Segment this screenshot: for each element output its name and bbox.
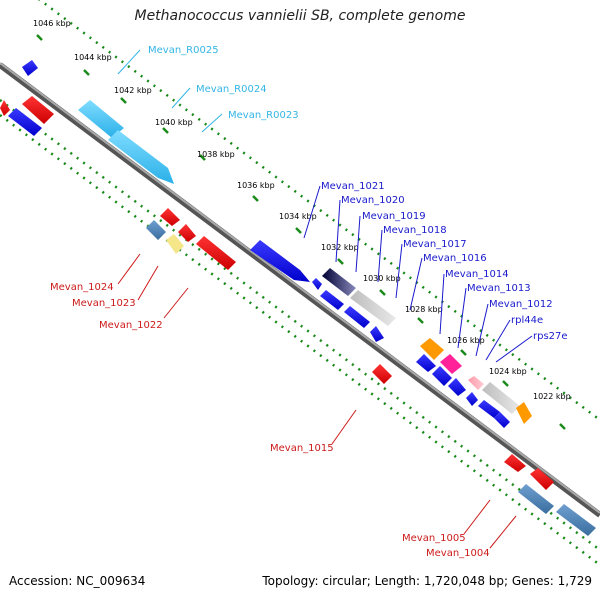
- gene-label: Mevan_1014: [445, 269, 509, 280]
- tick-labels: 1046 kbp 1044 kbp 1042 kbp 1040 kbp 1038…: [33, 19, 571, 401]
- gene-feature: [494, 412, 510, 428]
- tick-label: 1036 kbp: [237, 181, 275, 190]
- gene-feature: [420, 338, 444, 360]
- gene-feature: [530, 468, 554, 490]
- tick-label: 1024 kbp: [489, 367, 527, 376]
- gene-feature: [516, 402, 532, 424]
- gene-feature: [466, 392, 478, 406]
- gene-label: rpl44e: [511, 315, 543, 326]
- gene-feature: [146, 220, 166, 240]
- tick-label: 1030 kbp: [363, 274, 401, 283]
- gene-feature: [556, 504, 596, 536]
- gene-feature: [518, 484, 554, 514]
- gene-label: Mevan_1021: [321, 181, 385, 192]
- gene-feature: [448, 378, 466, 396]
- inner-dotted-track-lower: [0, 114, 600, 566]
- gene-label: Mevan_1019: [362, 211, 426, 222]
- outer-dotted-track: [37, 0, 600, 421]
- inner-dotted-track-upper: [0, 99, 600, 551]
- gene-label: rps27e: [533, 331, 568, 342]
- gene-feature: [8, 108, 42, 136]
- genome-summary-text: Topology: circular; Length: 1,720,048 bp…: [262, 574, 592, 588]
- gene-feature: [22, 96, 54, 124]
- tick-label: 1032 kbp: [321, 243, 359, 252]
- gene-feature: [468, 376, 484, 390]
- gene-label: Mevan_1018: [383, 225, 447, 236]
- gene-feature: [478, 400, 500, 418]
- gene-feature: [432, 366, 452, 386]
- gene-feature: [160, 208, 180, 226]
- gene-feature: [370, 326, 384, 342]
- gene-feature: [344, 306, 370, 328]
- accession-text: Accession: NC_009634: [9, 574, 146, 588]
- map-title: Methanococcus vannielii SB, complete gen…: [134, 8, 466, 24]
- gene-feature: [22, 60, 38, 76]
- gene-label: Mevan_R0023: [228, 110, 299, 121]
- tick-label: 1038 kbp: [197, 150, 235, 159]
- gene-feature: [178, 224, 196, 242]
- gene-label: Mevan_R0025: [148, 45, 219, 56]
- gene-label: Mevan_R0024: [196, 84, 267, 95]
- gene-feature: [108, 130, 174, 184]
- tick-label: 1046 kbp: [33, 19, 71, 28]
- gene-features: [0, 60, 596, 536]
- gene-feature: [482, 382, 520, 414]
- gene-label: Mevan_1017: [403, 239, 467, 250]
- gene-labels: Mevan_R0025 Mevan_R0024 Mevan_R0023 Meva…: [50, 45, 568, 559]
- gene-feature: [166, 234, 184, 254]
- tick-label: 1022 kbp: [533, 392, 571, 401]
- gene-label: Mevan_1020: [341, 195, 405, 206]
- gene-feature: [372, 364, 392, 384]
- gene-feature: [322, 268, 356, 296]
- tick-label: 1044 kbp: [74, 53, 112, 62]
- gene-feature: [350, 290, 396, 326]
- gene-feature: [250, 240, 310, 282]
- gene-feature: [0, 100, 10, 116]
- label-leader-lines: [117, 49, 533, 549]
- tick-marks: [36, 34, 566, 430]
- gene-feature: [416, 354, 436, 372]
- genome-backbone: [0, 62, 600, 518]
- gene-label: Mevan_1005: [402, 533, 466, 544]
- gene-label: Mevan_1004: [426, 548, 490, 559]
- gene-label: Mevan_1022: [99, 320, 163, 331]
- gene-feature: [312, 278, 322, 290]
- tick-label: 1028 kbp: [405, 305, 443, 314]
- gene-label: Mevan_1024: [50, 282, 114, 293]
- gene-label: Mevan_1016: [423, 253, 487, 264]
- gene-label: Mevan_1023: [72, 298, 136, 309]
- tick-label: 1026 kbp: [447, 336, 485, 345]
- tick-label: 1034 kbp: [279, 212, 317, 221]
- tick-label: 1040 kbp: [155, 118, 193, 127]
- gene-label: Mevan_1012: [489, 299, 553, 310]
- gene-label: Mevan_1015: [270, 443, 334, 454]
- gene-feature: [320, 290, 344, 310]
- gene-feature: [440, 354, 462, 374]
- gene-feature: [196, 236, 236, 270]
- gene-label: Mevan_1013: [467, 283, 531, 294]
- gene-feature: [78, 100, 124, 138]
- gene-feature: [504, 454, 526, 472]
- tick-label: 1042 kbp: [114, 86, 152, 95]
